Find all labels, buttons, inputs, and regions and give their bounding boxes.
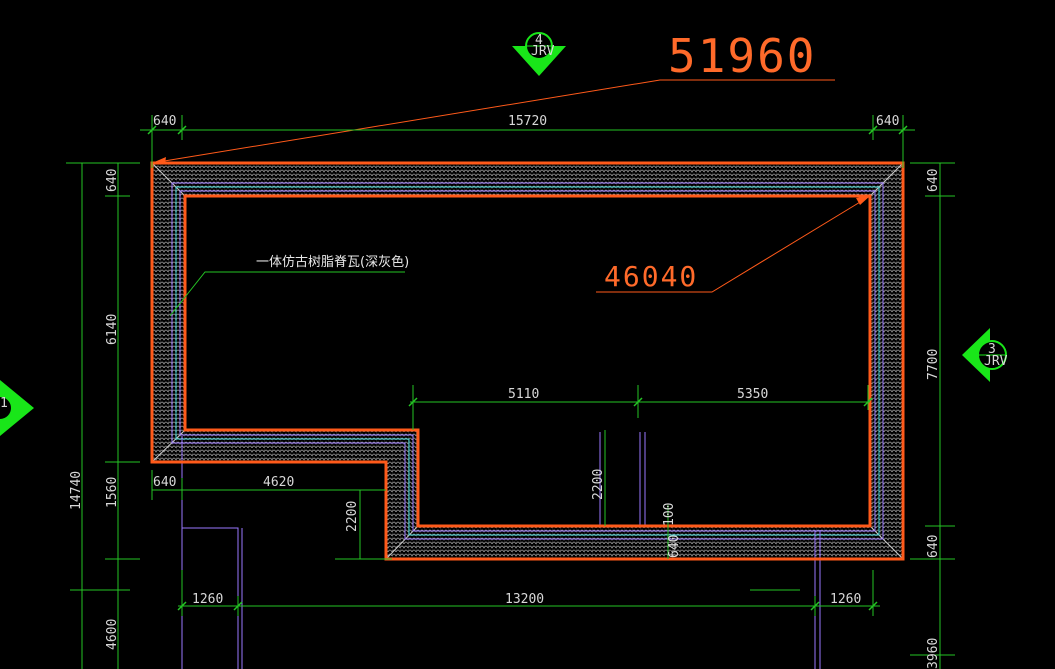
dim-left-outer: 14740 (69, 471, 84, 510)
dimension-ticks (147, 125, 908, 611)
dim-bottom-right: 1260 (830, 592, 861, 607)
dim-left-1560: 1560 (105, 477, 120, 508)
dim-notch-4620: 4620 (263, 475, 294, 490)
roof-outline (150, 161, 905, 561)
marker-left-number: 1 (0, 396, 8, 411)
dimension-lines (66, 115, 955, 669)
dim-right-640-bottom: 640 (926, 535, 941, 558)
dim-top-left: 640 (153, 114, 176, 129)
gutter-lines (171, 182, 884, 669)
dim-small-100: 100 (662, 503, 677, 526)
dim-left-6140: 6140 (105, 314, 120, 345)
total-length-label: 51960 (668, 29, 816, 83)
section-marker-top: 4 JRV (512, 32, 566, 76)
roof-tile-band (152, 163, 903, 559)
dim-bottom-main: 13200 (505, 592, 544, 607)
dim-mid-5110: 5110 (508, 387, 539, 402)
marker-top-sub: JRV (531, 44, 555, 59)
dim-mid-5350: 5350 (737, 387, 768, 402)
leader-lines (151, 79, 871, 293)
dim-inner-height: 2200 (591, 469, 606, 500)
dim-notch-height: 2200 (345, 501, 360, 532)
marker-right-number: 3 (988, 342, 996, 357)
dim-left-lower: 4600 (105, 619, 120, 650)
dim-right-7700: 7700 (926, 349, 941, 380)
dim-notch-640: 640 (153, 475, 176, 490)
dim-top-right: 640 (876, 114, 899, 129)
marker-top-number: 4 (535, 33, 543, 48)
dim-bottom-left: 1260 (192, 592, 223, 607)
dim-right-lower: 3960 (926, 638, 941, 669)
hip-lines (151, 162, 904, 560)
dim-small-640: 640 (667, 535, 682, 558)
inner-length-label: 46040 (604, 260, 698, 293)
dim-top-main: 15720 (508, 114, 547, 129)
dim-right-640-top: 640 (926, 169, 941, 192)
section-marker-left: 1 (0, 380, 34, 436)
dim-left-640: 640 (105, 169, 120, 192)
roof-note: 一体仿古树脂脊瓦(深灰色) (256, 254, 409, 270)
section-marker-right: 3 JRV (962, 328, 1008, 382)
note-leader (169, 271, 405, 317)
marker-right-sub: JRV (984, 354, 1008, 369)
leader-arrowheads (152, 157, 870, 205)
